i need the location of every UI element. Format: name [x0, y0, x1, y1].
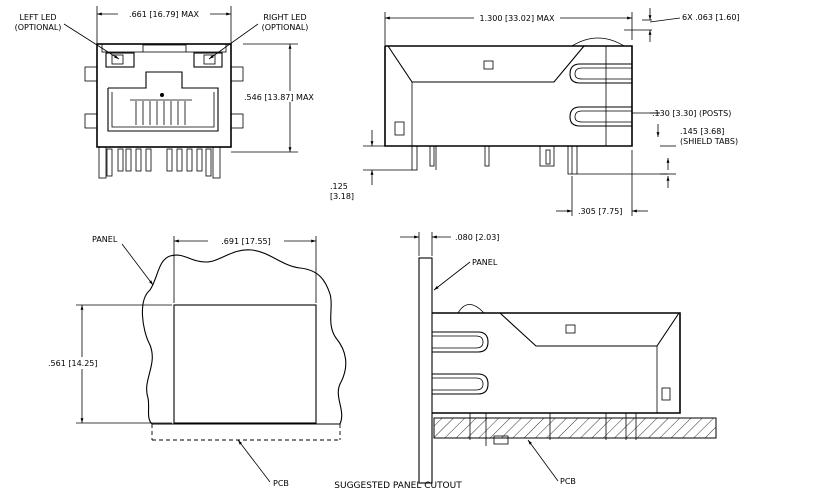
cutout-rectangle	[173, 304, 317, 424]
right-led-leader	[208, 23, 259, 60]
front-bottom-pins	[98, 146, 221, 179]
right-ear-lower	[230, 113, 244, 129]
side-length-label: 1.300 [33.02] MAX	[480, 14, 556, 23]
front-height-label: .546 [13.87] MAX	[244, 93, 314, 102]
cutout-height-label: .561 [14.25]	[48, 359, 98, 368]
mount-housing	[499, 312, 680, 347]
panel-outline	[141, 249, 347, 425]
side-bottom-pins	[411, 145, 578, 175]
cutout-panel-label: PANEL	[92, 235, 118, 244]
panel-cutout-view: .691 [17.55] .561 [14.25] PANEL PCB	[44, 235, 347, 488]
jack-opening	[107, 71, 219, 132]
right-ear-upper	[230, 66, 244, 82]
standoff-sublabel: [3.18]	[330, 192, 354, 201]
panel-mount-view: .080 [2.03] PANEL PCB	[400, 232, 717, 486]
posts-dim-label: .130 [3.30] (POSTS)	[652, 109, 731, 118]
offset-dim-label: .305 [7.75]	[578, 207, 622, 216]
mount-lower-spring	[432, 373, 489, 395]
right-led-window	[193, 52, 223, 68]
right-led-optional: (OPTIONAL)	[262, 23, 309, 32]
left-led-leader	[63, 23, 120, 60]
right-led-label: RIGHT LED	[263, 13, 306, 22]
left-led-optional: (OPTIONAL)	[15, 23, 62, 32]
shield-dim-sublabel: (SHIELD TABS)	[680, 137, 738, 146]
front-view: .661 [16.79] MAX .546 [13.87] MAX LEFT L…	[15, 6, 352, 179]
left-led-label: LEFT LED	[19, 13, 56, 22]
mount-pins	[469, 413, 637, 446]
upper-spring	[569, 63, 632, 84]
contact-pins	[130, 99, 192, 125]
side-housing	[387, 45, 585, 83]
panel-section	[418, 257, 433, 484]
hole-dim-label: 6X .063 [1.60]	[682, 13, 740, 22]
front-width-label: .661 [16.79] MAX	[129, 10, 199, 19]
side-body-outline	[384, 45, 633, 147]
cutout-width-label: .691 [17.55]	[221, 237, 271, 246]
panel-thickness-label: .080 [2.03]	[455, 233, 499, 242]
left-ear-upper	[84, 66, 98, 82]
pcb-section	[433, 417, 717, 439]
lower-spring	[569, 106, 632, 127]
left-led-window	[105, 52, 135, 68]
left-ear-lower	[84, 113, 98, 129]
mount-panel-label: PANEL	[472, 258, 498, 267]
diagram-caption: SUGGESTED PANEL CUTOUT	[334, 481, 462, 491]
mount-body-outline	[432, 312, 681, 414]
mount-upper-spring	[432, 331, 489, 353]
shield-dim-label: .145 [3.68]	[680, 127, 724, 136]
mount-pcb-label: PCB	[560, 477, 576, 486]
side-view: 1.300 [33.02] MAX 6X .063 [1.60] .130 [3…	[330, 8, 740, 216]
cutout-pcb-label: PCB	[273, 479, 289, 488]
standoff-label: .125	[330, 182, 348, 191]
